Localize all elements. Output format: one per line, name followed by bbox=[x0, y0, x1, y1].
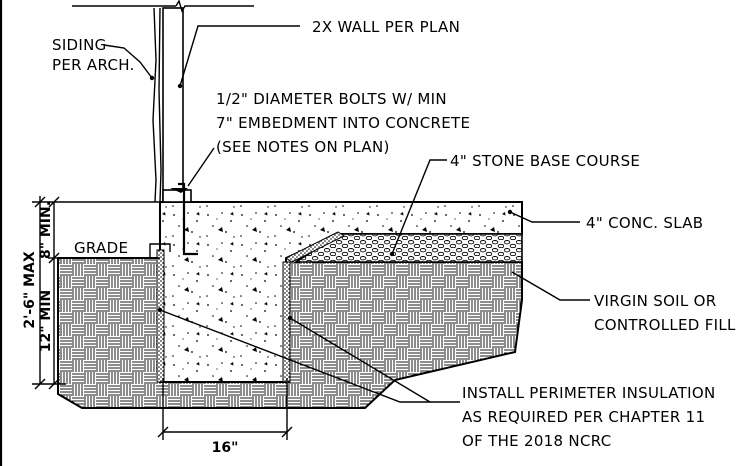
siding-label-line2: PER ARCH. bbox=[52, 56, 135, 74]
dim-overall-text: 2'-6" MAX bbox=[22, 251, 38, 329]
insulation-label-line2: AS REQUIRED PER CHAPTER 11 bbox=[462, 408, 705, 426]
insulation-label-line1: INSTALL PERIMETER INSULATION bbox=[462, 384, 715, 402]
tick-2 bbox=[34, 378, 46, 390]
bolts-label-line2: 7" EMBEDMENT INTO CONCRETE bbox=[216, 114, 470, 132]
leader-bolts bbox=[187, 147, 215, 187]
dim-below-grade-text: 12" MIN bbox=[38, 290, 54, 353]
tick-4 bbox=[48, 252, 60, 264]
perimeter-insulation-right bbox=[282, 261, 291, 383]
perimeter-insulation-slope bbox=[285, 231, 345, 263]
leader-slab bbox=[509, 211, 580, 223]
soil-label-line1: VIRGIN SOIL OR bbox=[594, 292, 716, 310]
bolts-label-line1: 1/2" DIAMETER BOLTS W/ MIN bbox=[216, 90, 447, 108]
leader-stone bbox=[391, 159, 447, 255]
wall-stud bbox=[162, 7, 184, 201]
tick-7 bbox=[281, 426, 293, 438]
bolt-nut bbox=[170, 188, 188, 193]
wall-break-line bbox=[72, 0, 254, 13]
stone-label: 4" STONE BASE COURSE bbox=[450, 152, 640, 170]
dim-footing-width-text: 16" bbox=[212, 440, 239, 456]
leader-siding bbox=[103, 44, 153, 79]
leader-insulation-right bbox=[289, 317, 431, 403]
tick-6 bbox=[157, 426, 169, 438]
grade-label: GRADE bbox=[74, 239, 128, 257]
wall-label: 2X WALL PER PLAN bbox=[312, 18, 460, 36]
leader-wall bbox=[179, 25, 300, 87]
anchor-bolt bbox=[178, 182, 198, 256]
tick-5 bbox=[48, 378, 60, 390]
dim-above-grade-text: 8" MIN. bbox=[38, 201, 54, 259]
tick-3 bbox=[48, 196, 60, 208]
slab-label: 4" CONC. SLAB bbox=[586, 214, 703, 232]
sill-plate bbox=[162, 189, 192, 203]
perimeter-insulation-left bbox=[156, 249, 165, 383]
siding-edge bbox=[152, 7, 157, 203]
grade-flashing bbox=[149, 243, 171, 258]
tick-1 bbox=[34, 196, 46, 208]
leader-insulation-left bbox=[159, 309, 460, 403]
siding-label-line1: SIDING bbox=[52, 36, 107, 54]
soil-label-line2: CONTROLLED FILL bbox=[594, 316, 736, 334]
bolts-label-line3: (SEE NOTES ON PLAN) bbox=[216, 138, 390, 156]
insulation-label-line3: OF THE 2018 NCRC bbox=[462, 432, 611, 450]
siding-inner bbox=[158, 7, 162, 203]
leader-soil bbox=[511, 271, 590, 301]
